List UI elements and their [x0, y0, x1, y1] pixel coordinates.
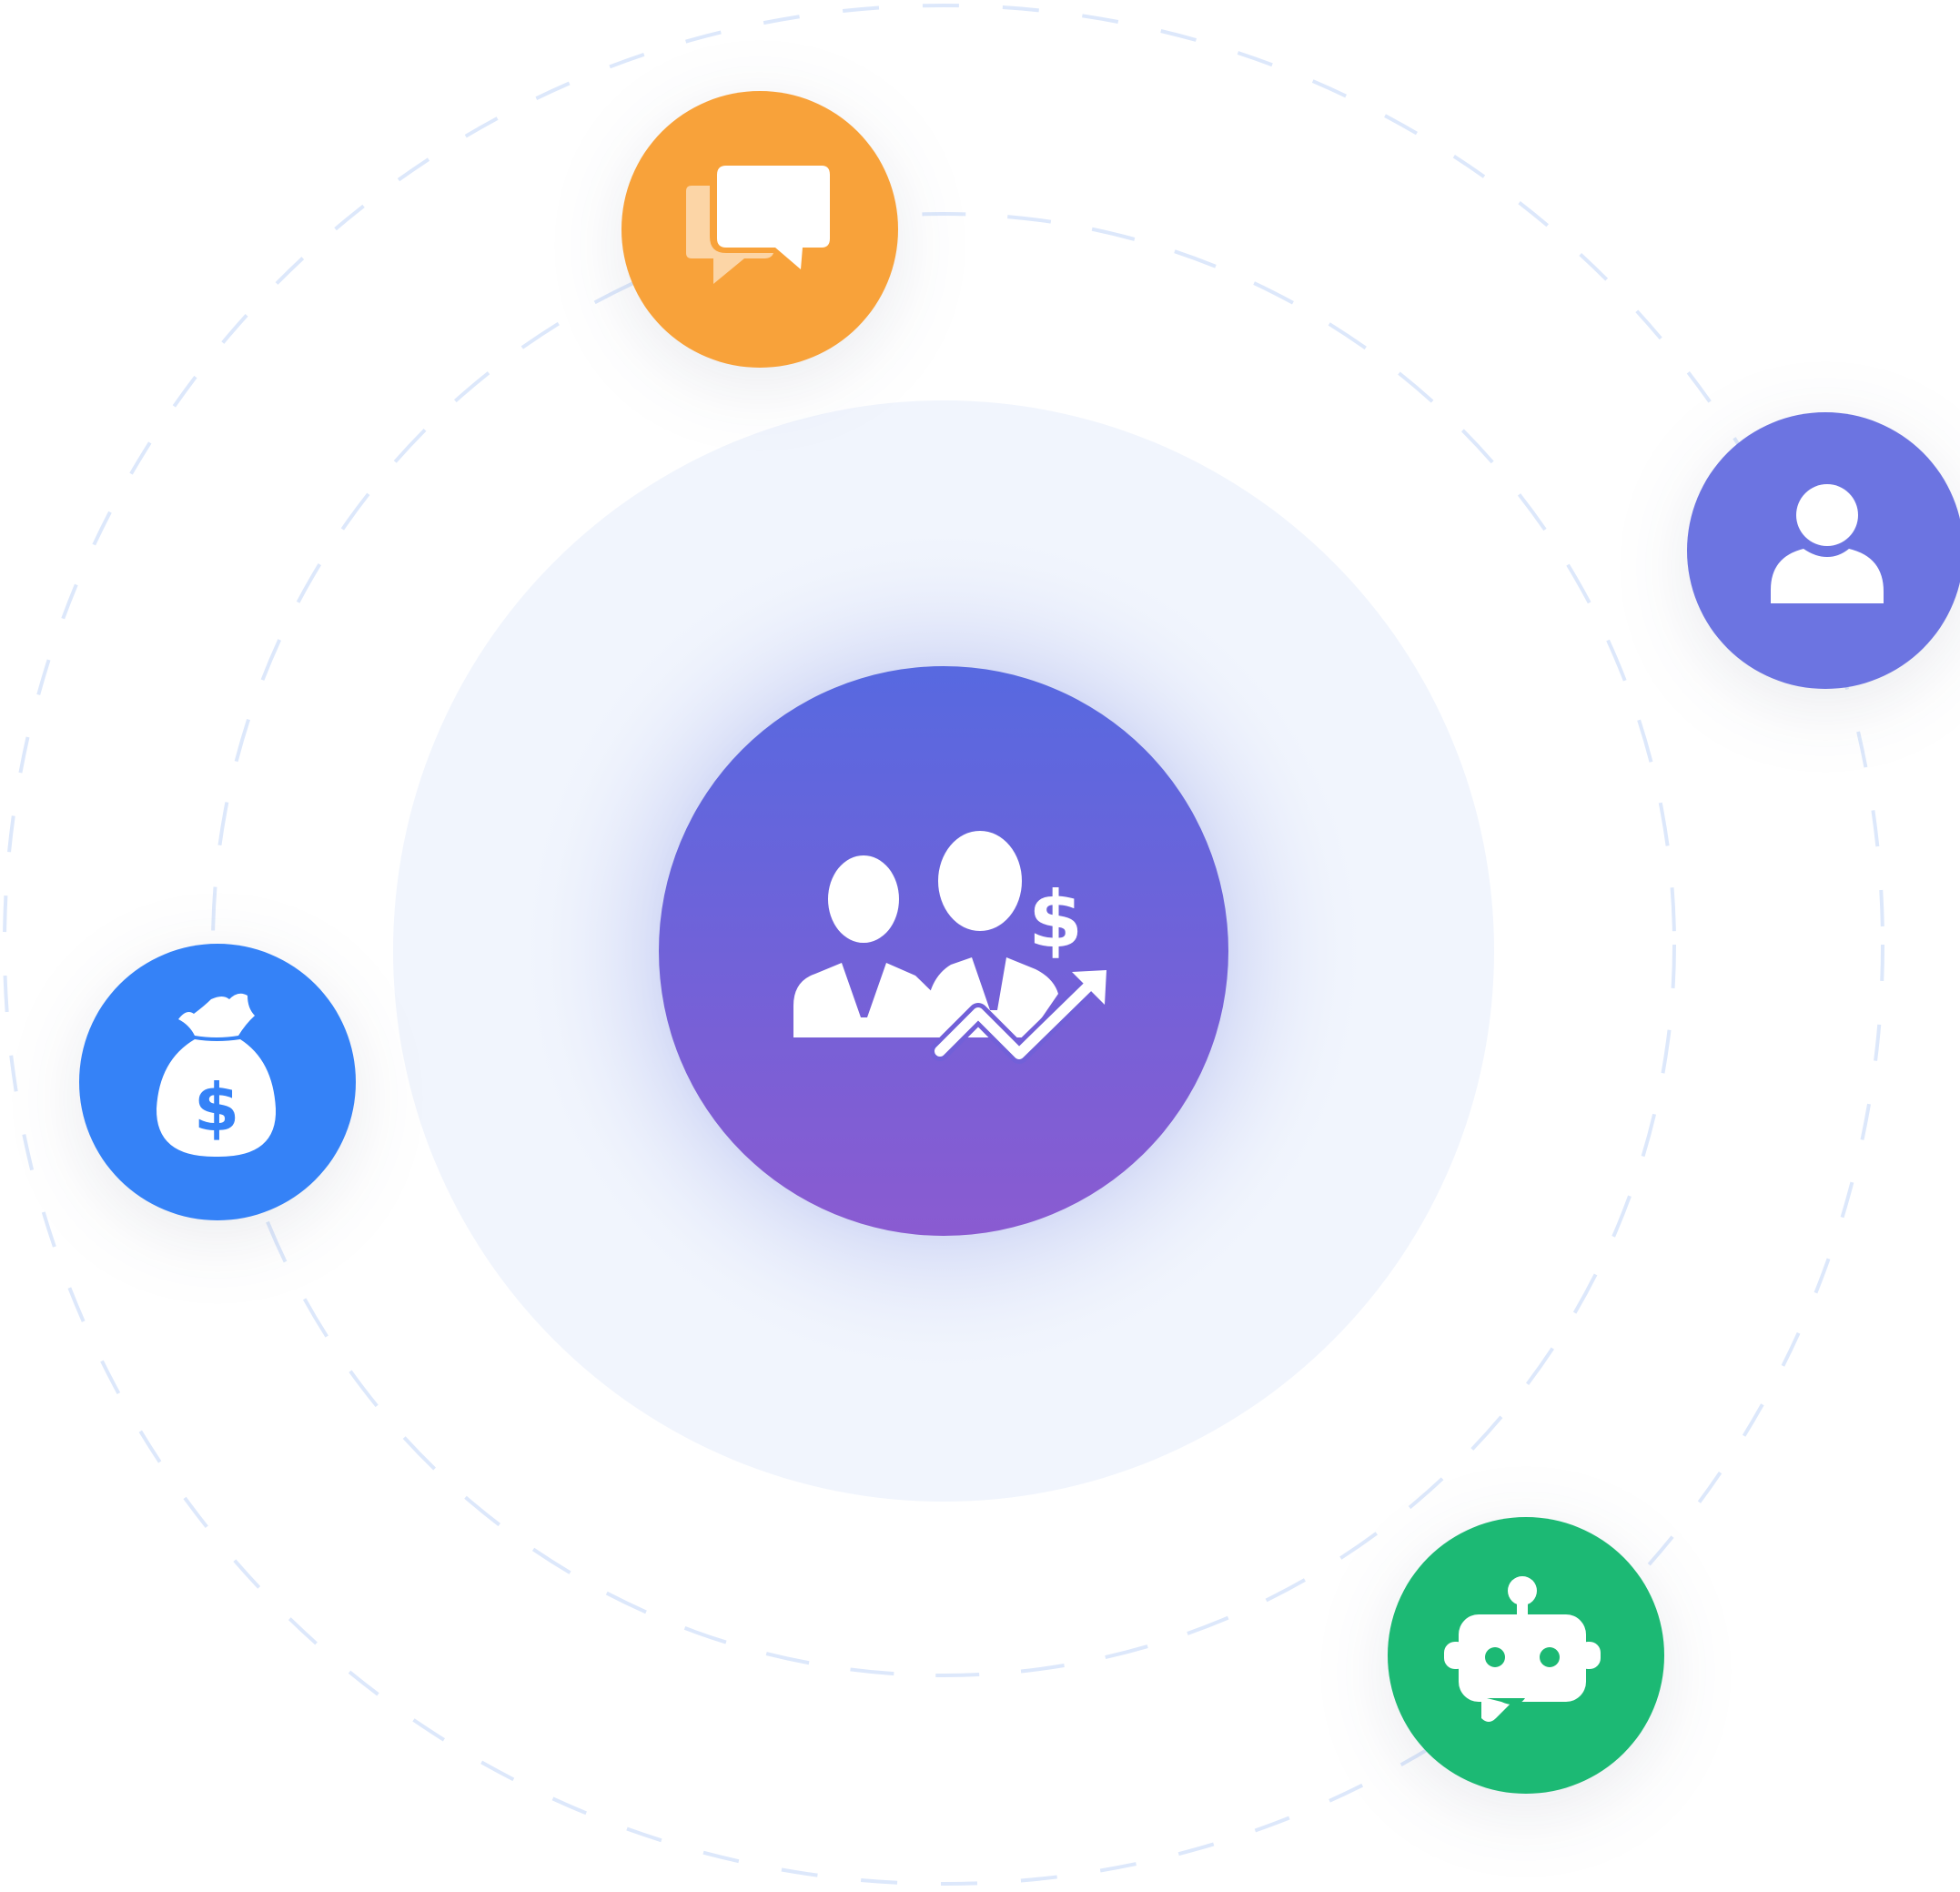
growth-arrow-icon — [930, 968, 1106, 1064]
money-node[interactable]: $ — [79, 944, 356, 1220]
chat-node[interactable] — [621, 91, 898, 368]
outer-orbit-ring — [3, 4, 1884, 1886]
hub-circle — [659, 666, 1228, 1236]
hub-node[interactable]: $ — [659, 666, 1228, 1236]
inner-orbit-ring — [211, 212, 1676, 1677]
user-node[interactable] — [1687, 412, 1960, 689]
chat-bubbles-icon — [686, 166, 830, 284]
svg-text:$: $ — [1028, 875, 1083, 966]
chatbot-icon — [1444, 1576, 1601, 1722]
user-icon — [1771, 484, 1884, 603]
business-team-growth-icon: $ — [793, 831, 1083, 1037]
money-bag-icon: $ — [156, 993, 277, 1158]
user-node-circle — [1687, 412, 1960, 689]
bot-node[interactable] — [1388, 1517, 1664, 1794]
svg-text:$: $ — [194, 1069, 239, 1146]
